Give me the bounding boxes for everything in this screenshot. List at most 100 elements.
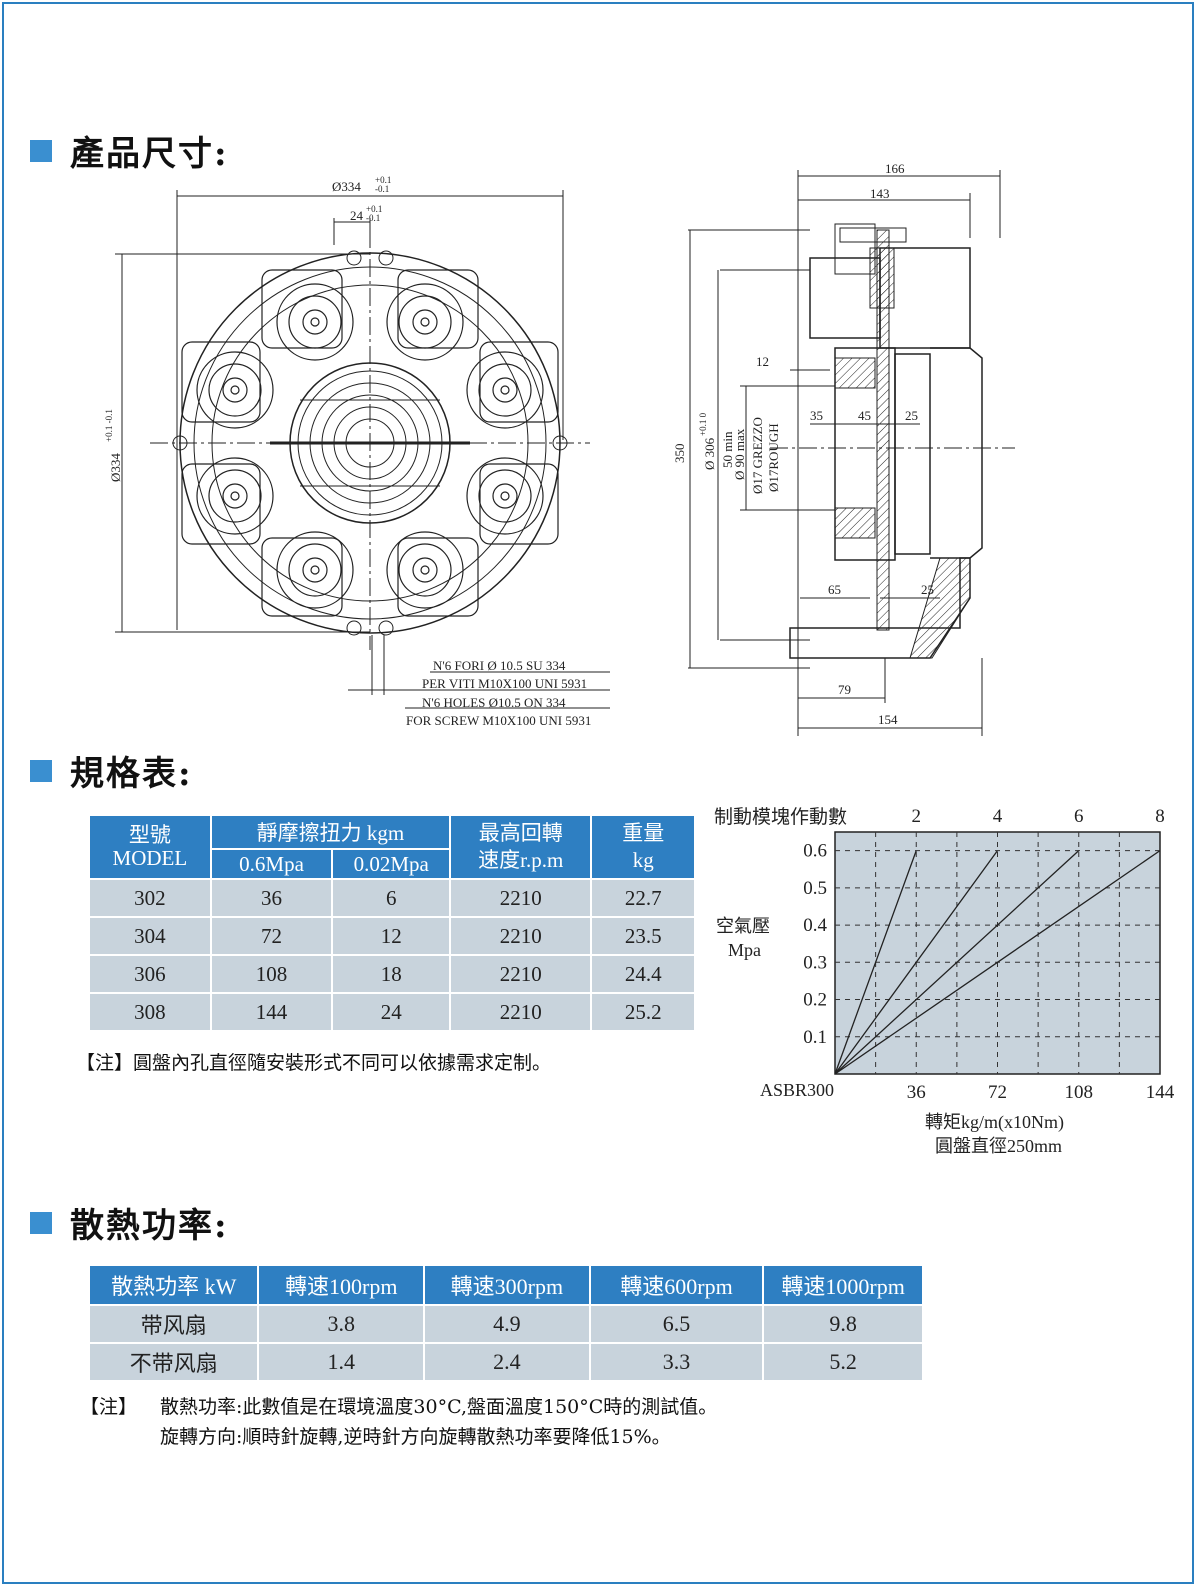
heat-header-cell: 轉速300rpm [423,1264,591,1306]
side-view-drawing: 166 143 12 35 45 25 65 25 79 154 350 Ø 3… [672,161,1015,736]
dim-w24-tol-up: +0.1 [366,204,382,214]
dim-143: 143 [870,186,890,201]
x-tick-label: 108 [1065,1082,1094,1103]
table-cell: 2210 [449,954,593,994]
top-tick-label: 6 [1074,806,1084,827]
bullet-square-icon [30,139,52,162]
table-cell: 23.5 [590,916,696,956]
table-cell: 9.8 [762,1304,924,1344]
spec-note: 【注】圓盤內孔直徑隨安裝形式不同可以依據需求定制。 [76,1052,552,1074]
section-title-dimensions: 產品尺寸: [30,126,229,175]
header-pressure-002: 0.02Mpa [331,848,452,880]
note-holes-it-1: N'6 FORI Ø 10.5 SU 334 [433,658,566,673]
x-tick-label: 144 [1146,1082,1175,1103]
table-cell: 308 [88,992,212,1032]
dim-306-tol: +0.1 0 [698,412,708,436]
dim-90-max: Ø 90 max [732,428,747,480]
dim-65: 65 [828,582,841,597]
heat-note-1: 散熱功率:此數值是在環境溫度30°C,盤面溫度150°C時的測試值。 [160,1396,718,1418]
dim-w24: 24 [350,208,364,223]
note-holes-it-2: PER VITI M10X100 UNI 5931 [422,676,587,691]
section-title-specs: 規格表: [30,746,193,795]
dim-350: 350 [672,444,687,464]
y-tick-label: 0.3 [803,952,827,973]
header-torque: 靜摩擦扭力 kgm [209,814,452,850]
section-title-text: 產品尺寸: [70,134,229,174]
table-cell: 22.7 [590,878,696,918]
top-tick-label: 8 [1155,806,1165,827]
table-cell: 12 [331,916,452,956]
series-line-8 [834,850,1161,1075]
table-cell: 3.3 [588,1342,765,1382]
section-title-heat: 散熱功率: [30,1198,229,1247]
table-cell: 2210 [449,992,593,1032]
table-cell: 25.2 [590,992,696,1032]
dim-w24-tol-dn: -0.1 [366,213,380,223]
series-line-2 [834,850,917,1075]
chart-xlabel-2: 圓盤直徑250mm [935,1136,1062,1156]
table-cell: 6.5 [588,1304,765,1344]
dim-17-grezzo: Ø17 GREZZO [750,417,765,494]
heat-header-cell: 轉速600rpm [588,1264,765,1306]
dim-dia-top-tol-up: +0.1 [375,175,391,185]
header-pressure-06: 0.6Mpa [209,848,334,880]
bullet-square-icon [30,1211,52,1234]
dim-166: 166 [885,161,905,176]
dim-25-top: 25 [905,408,918,423]
heat-note-label: 【注】 [80,1396,138,1418]
dim-35: 35 [810,408,823,423]
chart-ylabel-2: Mpa [728,940,761,960]
table-cell: 24 [331,992,452,1032]
section-title-text: 規格表: [70,754,193,794]
dim-dia-left-tol: +0.1 -0.1 [104,409,114,442]
dim-25-bottom: 25 [921,582,934,597]
dim-dia-left: Ø334 [108,453,123,482]
dim-50-min: 50 min [720,431,735,468]
table-cell: 302 [88,878,212,918]
top-tick-label: 2 [912,806,922,827]
y-tick-label: 0.2 [803,990,827,1011]
table-cell: 不带风扇 [87,1342,260,1382]
table-cell: 6 [331,878,452,918]
note-holes-en-1: N'6 HOLES Ø10.5 ON 334 [422,695,566,710]
table-cell: 18 [331,954,452,994]
dim-45: 45 [858,408,871,423]
table-cell: 24.4 [590,954,696,994]
table-cell: 36 [209,878,334,918]
header-model-zh: 型號 [128,822,171,847]
chart-origin-label: ASBR300 [760,1080,834,1100]
table-cell: 1.4 [257,1342,426,1382]
heat-header-cell: 散熱功率 kW [87,1264,260,1306]
dim-154: 154 [878,712,898,727]
x-tick-label: 36 [907,1082,926,1103]
dim-12: 12 [756,354,769,369]
y-tick-label: 0.4 [803,915,827,936]
header-speed-2: 速度r.p.m [478,848,564,872]
table-cell: 带风扇 [87,1304,260,1344]
header-model-en: MODEL [112,846,188,870]
heat-note-2: 旋轉方向:順時針旋轉,逆時針方向旋轉散熱功率要降低15%。 [160,1426,671,1448]
top-tick-label: 4 [993,806,1003,827]
table-cell: 108 [209,954,334,994]
y-tick-label: 0.5 [803,878,827,899]
dim-79: 79 [838,682,851,697]
section-title-text: 散熱功率: [70,1206,229,1246]
dim-dia-top: Ø334 [332,179,361,194]
table-cell: 2210 [449,916,593,956]
dim-306: Ø 306 [702,437,717,470]
table-cell: 304 [88,916,212,956]
series-line-4 [834,850,999,1075]
heat-header-cell: 轉速100rpm [257,1264,426,1306]
series-line-6 [834,850,1080,1075]
table-cell: 3.8 [257,1304,426,1344]
dim-17-rough: Ø17ROUGH [766,423,781,492]
